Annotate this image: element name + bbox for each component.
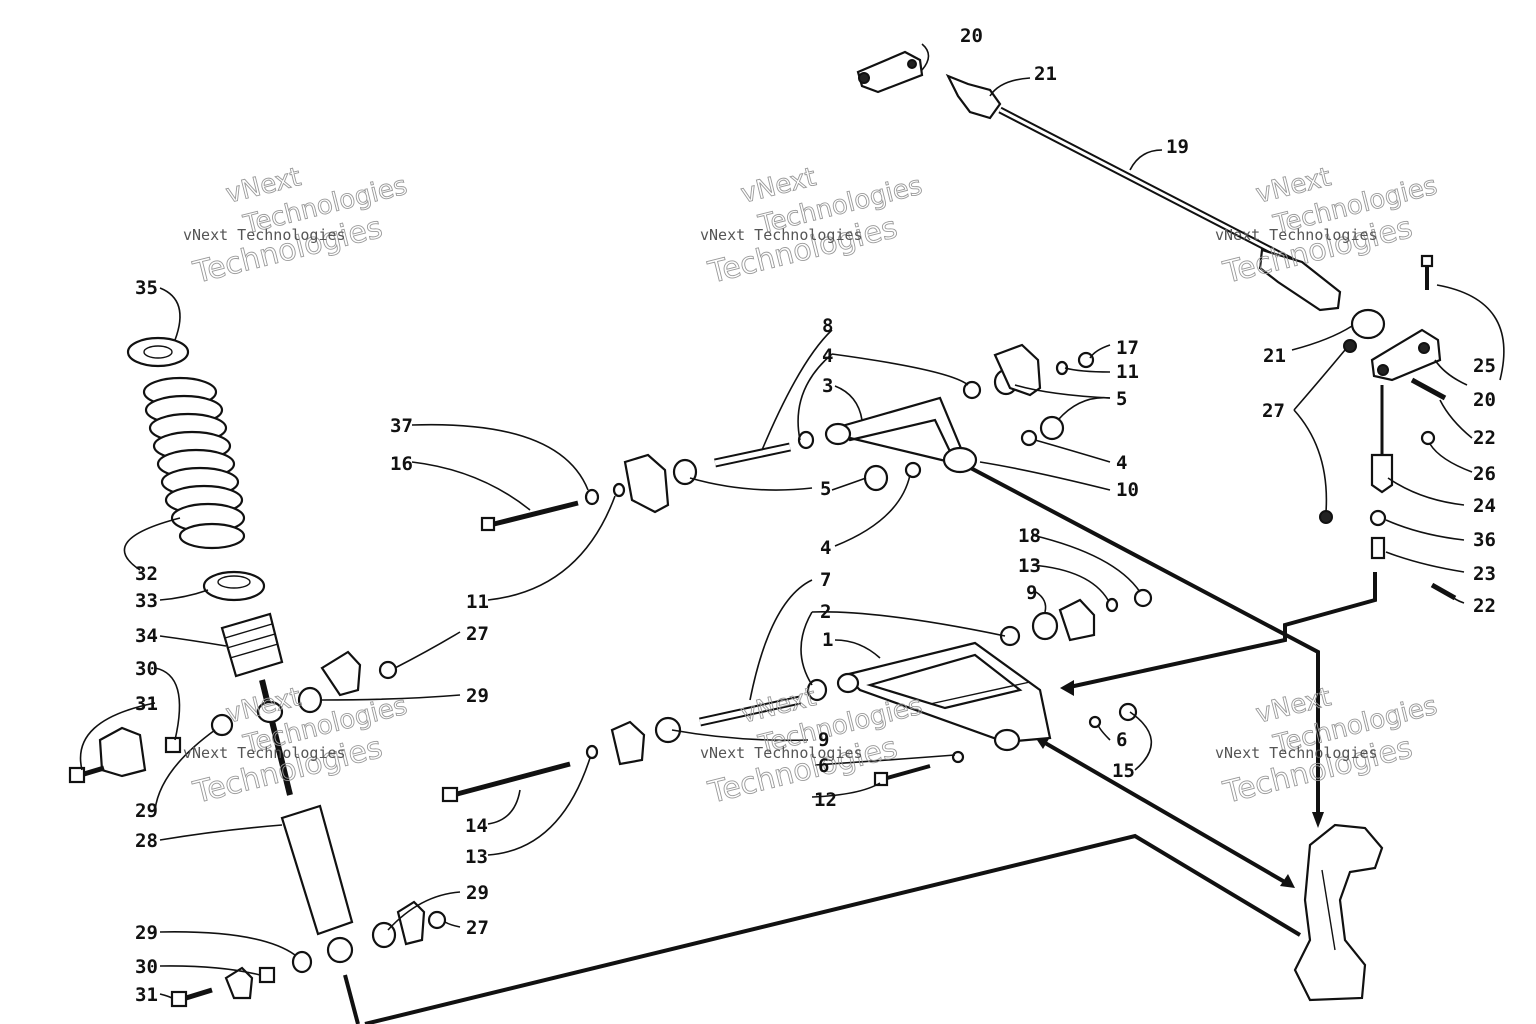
- label-29-bottom: 29: [135, 922, 158, 944]
- label-37: 37: [390, 415, 413, 437]
- label-25: 25: [1473, 355, 1496, 377]
- label-22-upper: 22: [1473, 427, 1496, 449]
- label-5-left: 5: [820, 478, 831, 500]
- label-6-left: 6: [818, 755, 829, 777]
- label-5-right: 5: [1116, 388, 1127, 410]
- coil-spring: [142, 376, 246, 550]
- label-12: 12: [814, 789, 837, 811]
- label-9-right: 9: [1026, 582, 1037, 604]
- label-26: 26: [1473, 463, 1496, 485]
- label-14: 14: [465, 815, 488, 837]
- watermark-6: vNext Technologies Technologies: [1219, 682, 1441, 812]
- label-4-a: 4: [822, 345, 833, 367]
- label-30-bottom: 30: [135, 956, 158, 978]
- label-18: 18: [1018, 525, 1041, 547]
- watermark-1: vNext Technologies Technologies: [189, 162, 411, 292]
- label-4-c: 4: [820, 537, 831, 559]
- watermarks: vNext Technologies Technologies vNext Te…: [183, 162, 1441, 812]
- label-30-top: 30: [135, 658, 158, 680]
- upper-a-arm-assembly: [480, 343, 1095, 532]
- label-36: 36: [1473, 529, 1496, 551]
- label-6-right: 6: [1116, 729, 1127, 751]
- watermark-2: vNext Technologies Technologies: [704, 162, 926, 292]
- label-10: 10: [1116, 479, 1139, 501]
- leader-lines: [79, 43, 1505, 999]
- label-1: 1: [822, 629, 833, 651]
- shock-spring-assembly: [68, 336, 447, 1008]
- tie-rod-assembly: [856, 50, 1457, 601]
- label-29-mid: 29: [466, 685, 489, 707]
- label-29-lower: 29: [466, 882, 489, 904]
- lower-a-arm-assembly: [441, 588, 1153, 803]
- label-15: 15: [1112, 760, 1135, 782]
- assembly-flow-lines: [343, 463, 1377, 1024]
- label-13-left: 13: [465, 846, 488, 868]
- watermark-6-text: vNext Technologies: [1215, 744, 1378, 762]
- watermark-1-text: vNext Technologies: [183, 226, 346, 244]
- label-20-lower: 20: [1473, 389, 1496, 411]
- label-21-top: 21: [1034, 63, 1057, 85]
- label-32: 32: [135, 563, 158, 585]
- label-21-lower: 21: [1263, 345, 1286, 367]
- label-27-lower: 27: [466, 917, 489, 939]
- watermark-3: vNext Technologies Technologies: [1219, 162, 1441, 292]
- label-24: 24: [1473, 495, 1496, 517]
- label-31-bottom: 31: [135, 984, 158, 1006]
- label-22-lower: 22: [1473, 595, 1496, 617]
- label-31-top: 31: [135, 693, 158, 715]
- label-34: 34: [135, 625, 158, 647]
- label-29-left: 29: [135, 800, 158, 822]
- label-11-right: 11: [1116, 361, 1139, 383]
- watermark-4-text: vNext Technologies: [183, 744, 346, 762]
- label-20-top: 20: [960, 25, 983, 47]
- label-8: 8: [822, 315, 833, 337]
- watermark-3-text: vNext Technologies: [1215, 226, 1378, 244]
- part-labels: 20 21 19 21 25 20 22 26 24 36 23 22 27 8…: [135, 25, 1496, 1006]
- watermark-5-text: vNext Technologies: [700, 744, 863, 762]
- label-27-right: 27: [1262, 400, 1285, 422]
- label-23: 23: [1473, 563, 1496, 585]
- label-28: 28: [135, 830, 158, 852]
- label-35: 35: [135, 277, 158, 299]
- label-7: 7: [820, 569, 831, 591]
- label-2: 2: [820, 601, 831, 623]
- label-13-right: 13: [1018, 555, 1041, 577]
- label-19: 19: [1166, 136, 1189, 158]
- spindle: [1293, 823, 1384, 1002]
- label-16: 16: [390, 453, 413, 475]
- label-11-left: 11: [466, 591, 489, 613]
- label-17: 17: [1116, 337, 1139, 359]
- label-3: 3: [822, 375, 833, 397]
- label-9-left: 9: [818, 729, 829, 751]
- label-4-b: 4: [1116, 452, 1127, 474]
- label-27-mid: 27: [466, 623, 489, 645]
- label-33: 33: [135, 590, 158, 612]
- watermark-2-text: vNext Technologies: [700, 226, 863, 244]
